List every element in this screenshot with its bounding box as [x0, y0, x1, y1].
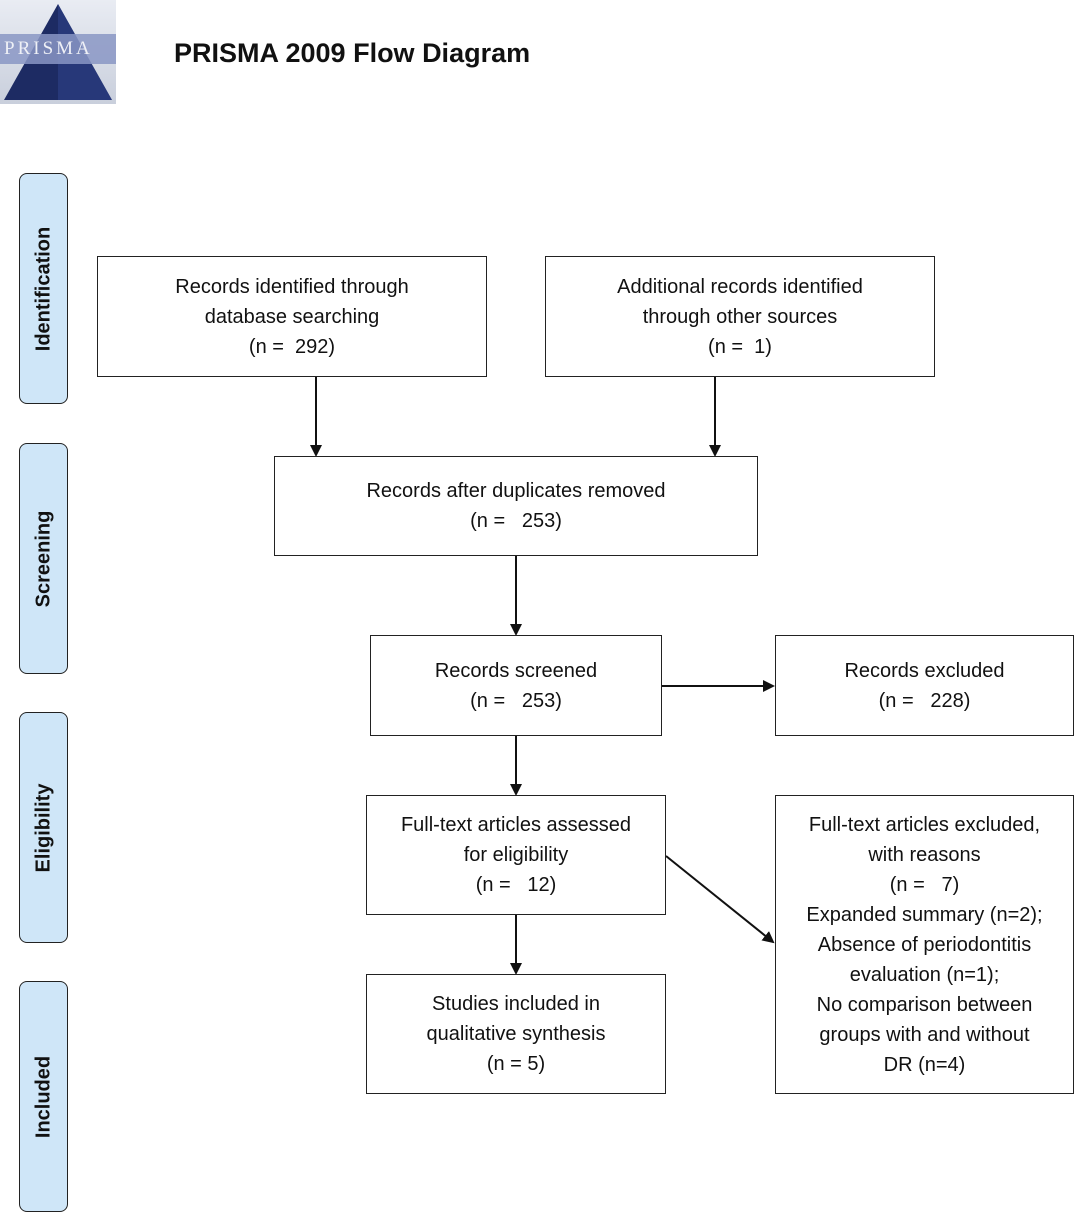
box-fulltext-excluded-line-6: evaluation (n=1);: [849, 963, 1000, 986]
box-duplicates-removed-line-1: Records after duplicates removed: [366, 480, 666, 502]
box-records-screened-line-1: Records screened: [434, 659, 598, 682]
box-studies-included-line-1: Studies included in: [432, 993, 600, 1015]
arrow-fulltext-to-excluded: [665, 855, 775, 944]
box-records-excluded: Records excluded (n = 228): [775, 635, 1074, 736]
box-other-records-line-1: Additional records identified: [617, 275, 863, 298]
phase-identification: Identification: [19, 173, 68, 404]
box-fulltext-excluded-line-3: (n = 7): [889, 873, 960, 896]
box-other-records: Additional records identified through oth…: [545, 256, 935, 377]
logo-text: PRISMA: [4, 38, 93, 59]
box-studies-included-line-2: qualitative synthesis: [426, 1023, 606, 1045]
box-records-screened-line-2: (n = 253): [470, 689, 562, 712]
box-fulltext-assessed-line-2: for eligibility: [463, 844, 569, 866]
box-records-excluded-line-2: (n = 228): [878, 689, 971, 712]
box-fulltext-excluded-line-9: DR (n=4): [883, 1053, 966, 1076]
phase-eligibility: Eligibility: [19, 712, 68, 943]
box-database-records: Records identified through database searc…: [97, 256, 487, 377]
prisma-logo: PRISMA: [0, 0, 116, 104]
phase-screening: Screening: [19, 443, 68, 674]
box-database-records-line-1: Records identified through: [175, 275, 409, 298]
box-fulltext-excluded: Full-text articles excluded, with reasons…: [775, 795, 1074, 1094]
box-other-records-line-2: through other sources: [642, 305, 838, 328]
box-records-screened: Records screened (n = 253): [370, 635, 662, 736]
box-fulltext-excluded-line-5: Absence of periodontitis: [817, 933, 1032, 956]
box-duplicates-removed-line-2: (n = 253): [470, 510, 562, 532]
box-fulltext-excluded-line-8: groups with and without: [819, 1023, 1030, 1046]
box-fulltext-excluded-line-1: Full-text articles excluded,: [808, 813, 1041, 836]
box-fulltext-assessed-line-3: (n = 12): [475, 874, 557, 896]
box-duplicates-removed: Records after duplicates removed (n = 253…: [274, 456, 758, 556]
box-fulltext-excluded-line-2: with reasons: [868, 843, 981, 866]
box-records-excluded-line-1: Records excluded: [844, 659, 1005, 682]
box-studies-included-line-3: (n = 5): [486, 1053, 546, 1075]
box-fulltext-assessed-line-1: Full-text articles assessed: [400, 814, 632, 836]
box-fulltext-excluded-line-7: No comparison between: [816, 993, 1033, 1016]
box-studies-included: Studies included in qualitative synthesis…: [366, 974, 666, 1094]
box-fulltext-excluded-line-4: Expanded summary (n=2);: [806, 903, 1043, 926]
box-database-records-line-3: (n = 292): [248, 335, 336, 358]
box-database-records-line-2: database searching: [204, 305, 380, 328]
phase-included: Included: [19, 981, 68, 1212]
page-title: PRISMA 2009 Flow Diagram: [174, 38, 531, 68]
box-other-records-line-3: (n = 1): [708, 335, 772, 358]
box-fulltext-assessed: Full-text articles assessed for eligibili…: [366, 795, 666, 915]
